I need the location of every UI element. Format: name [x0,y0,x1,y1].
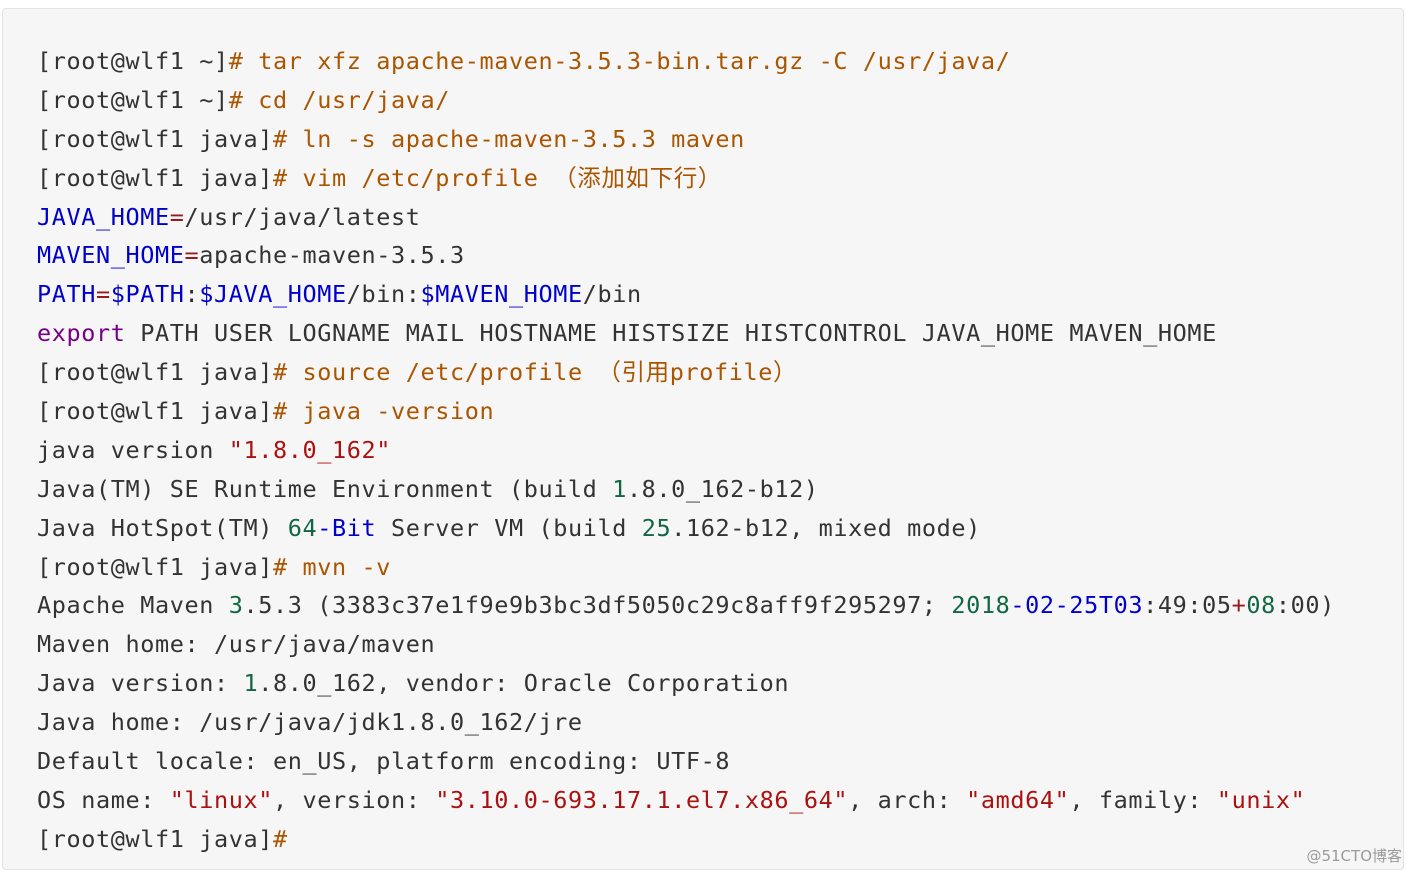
code-token: JAVA_HOME [37,202,170,231]
code-token: [root@wlf1 java] [37,824,273,853]
code-line: export PATH USER LOGNAME MAIL HOSTNAME H… [37,314,1335,353]
code-line: [root@wlf1 ~]# tar xfz apache-maven-3.5.… [37,42,1335,81]
code-token: Java(TM) SE Runtime Environment (build [37,474,613,503]
code-token: .8.0_162, vendor: Oracle Corporation [258,669,790,698]
code-block: [root@wlf1 ~]# tar xfz apache-maven-3.5.… [2,8,1404,870]
code-token: [root@wlf1 ~] [37,85,229,114]
code-line: Java home: /usr/java/jdk1.8.0_162/jre [37,703,1335,742]
code-token: [root@wlf1 java] [37,358,273,387]
code-token: /bin: [346,280,421,309]
code-token: Java version: [37,669,244,698]
code-token: /usr/java/latest [184,202,421,231]
code-token: /bin [582,280,642,309]
code-token: Maven home: /usr/java/maven [37,630,436,659]
code-token: 08 [1246,591,1276,620]
code-token: MAVEN_HOME [37,241,185,270]
code-token: # source /etc/profile （引用profile） [272,358,798,387]
code-token: Java home: /usr/java/jdk1.8.0_162/jre [37,708,583,737]
code-token: 3 [228,591,244,620]
code-token: export [37,319,126,348]
code-token: 25 [641,513,672,542]
code-line: Java(TM) SE Runtime Environment (build 1… [37,470,1335,509]
code-token: = [184,241,200,270]
code-token: :00) [1275,591,1335,620]
code-lines: [root@wlf1 ~]# tar xfz apache-maven-3.5.… [37,42,1335,859]
code-token: $JAVA_HOME [199,280,347,309]
code-line: Default locale: en_US, platform encoding… [37,742,1335,781]
code-line: java version "1.8.0_162" [37,431,1335,470]
code-token: PATH USER LOGNAME MAIL HOSTNAME HISTSIZE… [125,319,1217,348]
code-token: # java -version [272,397,495,426]
code-token: = [96,280,111,309]
code-token: [root@wlf1 ~] [37,47,229,75]
code-line: OS name: "linux", version: "3.10.0-693.1… [37,781,1335,820]
code-token: , arch: [848,785,967,814]
code-token: # mvn -v [272,552,391,581]
code-line: PATH=$PATH:$JAVA_HOME/bin:$MAVEN_HOME/bi… [37,275,1335,314]
code-token: "amd64" [966,785,1070,814]
code-line: Java HotSpot(TM) 64-Bit Server VM (build… [37,509,1335,548]
code-token: # ln -s apache-maven-3.5.3 maven [272,124,745,153]
code-line: Maven home: /usr/java/maven [37,625,1335,664]
code-token: -Bit [317,513,377,542]
code-token: [root@wlf1 java] [37,124,273,153]
code-line: [root@wlf1 java]# ln -s apache-maven-3.5… [37,120,1335,159]
code-line: Java version: 1.8.0_162, vendor: Oracle … [37,664,1335,703]
code-token: "unix" [1216,785,1306,814]
code-token: Default locale: en_US, platform encoding… [37,747,731,776]
code-token: .5.3 (3383c37e1f9e9b3bc3df5050c29c8aff9f… [243,591,952,620]
code-token: Apache Maven [37,591,229,620]
code-token: "1.8.0_162" [228,435,391,464]
code-token: -02-25T03 [1010,591,1144,620]
code-token: 1 [612,474,627,503]
code-token: [root@wlf1 java] [37,552,273,581]
code-token: # vim /etc/profile （添加如下行） [272,163,722,192]
code-line: Apache Maven 3.5.3 (3383c37e1f9e9b3bc3df… [37,586,1335,625]
code-token: , version: [272,785,436,814]
code-token: Java HotSpot(TM) [37,513,288,542]
watermark: @51CTO博客 [1306,847,1402,865]
code-token: "3.10.0-693.17.1.el7.x86_64" [435,785,849,814]
code-line: [root@wlf1 java]# source /etc/profile （引… [37,353,1335,392]
code-line: [root@wlf1 ~]# cd /usr/java/ [37,81,1335,120]
code-token: # tar xfz apache-maven-3.5.3-bin.tar.gz … [228,47,1011,75]
code-token: "linux" [169,785,273,814]
code-token: apache-maven-3.5.3 [199,241,465,270]
code-line: [root@wlf1 java]# mvn -v [37,548,1335,587]
code-token: 1 [243,669,259,698]
code-token: [root@wlf1 java] [37,397,273,426]
code-token: .8.0_162-b12) [626,474,819,503]
code-token: # cd /usr/java/ [228,85,450,114]
code-token: , family: [1069,785,1217,814]
code-token: .162-b12, mixed mode) [671,513,981,542]
code-token: java version [37,435,229,464]
code-token: 64 [287,513,318,542]
code-line: [root@wlf1 java]# vim /etc/profile （添加如下… [37,159,1335,198]
code-token: PATH [37,280,96,309]
code-token: + [1231,591,1247,620]
code-line: JAVA_HOME=/usr/java/latest [37,198,1335,237]
code-line: MAVEN_HOME=apache-maven-3.5.3 [37,236,1335,275]
code-token: 2018 [951,591,1011,620]
code-token: = [169,202,185,231]
code-token: Server VM (build [376,513,642,542]
code-line: [root@wlf1 java]# java -version [37,392,1335,431]
code-token: : [184,280,200,309]
code-token: # [272,824,288,853]
code-token: $MAVEN_HOME [420,280,583,309]
code-token: [root@wlf1 java] [37,163,273,192]
code-token: OS name: [37,785,170,814]
code-token: $PATH [110,280,185,309]
code-token: :49:05 [1143,591,1232,620]
code-line: [root@wlf1 java]# [37,820,1335,859]
